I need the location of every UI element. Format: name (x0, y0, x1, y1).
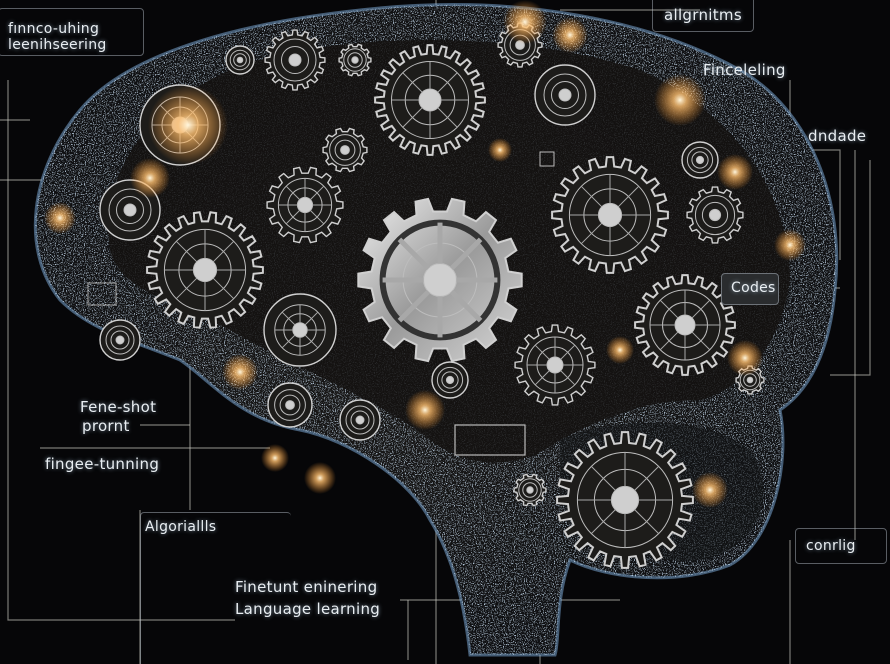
light-glow (692, 472, 728, 508)
gear-icon (267, 382, 313, 428)
circuit-panel-icon (87, 282, 117, 306)
gear-icon (681, 141, 719, 179)
label-dndade: dndade (808, 127, 867, 145)
gear-icon (146, 211, 264, 329)
light-glow (304, 462, 336, 494)
gear-icon (514, 324, 596, 406)
light-glow (606, 336, 634, 364)
label-box-algorithms (140, 512, 291, 664)
label-box-codes (721, 273, 779, 305)
label-config: conrlig (806, 538, 856, 554)
light-glow (148, 85, 228, 165)
light-glow (503, 0, 547, 44)
label-algorithms: Algoriallls (145, 519, 217, 535)
circuit-chip-icon (539, 151, 555, 167)
gear-icon (357, 197, 523, 363)
gear-icon (225, 45, 255, 75)
light-glow (552, 17, 588, 53)
label-top-left-line1: fınnco-uhing (8, 21, 100, 37)
light-glow (130, 158, 170, 198)
label-prompt-line2: prornt (82, 417, 130, 435)
light-glow (717, 154, 753, 190)
gear-icon (263, 293, 337, 367)
gear-icon (634, 274, 736, 376)
gear-icon (534, 64, 596, 126)
label-algorithms-top: allgrnitms (664, 6, 742, 24)
light-glow (405, 390, 445, 430)
gear-icon (551, 156, 669, 274)
gear-icon (338, 43, 372, 77)
gear-icon (266, 166, 344, 244)
label-finceleling: Finceleling (703, 61, 786, 79)
label-codes: Codes (731, 280, 776, 296)
light-glow (488, 138, 512, 162)
gear-icon (264, 29, 326, 91)
light-glow (727, 340, 763, 376)
label-finetune-engineering: Finetunt eninering (235, 578, 378, 596)
gear-icon (322, 127, 368, 173)
light-glow (261, 444, 289, 472)
gear-icon (431, 361, 469, 399)
label-box-config (795, 528, 887, 564)
light-glow (44, 202, 76, 234)
label-box-algorithms-top (652, 0, 754, 32)
circuit-panel-icon (454, 424, 526, 456)
label-box-top-left (0, 8, 144, 56)
light-glow (774, 229, 806, 261)
gear-icon (374, 44, 486, 156)
gear-icon (513, 473, 547, 507)
glows-group (44, 0, 806, 508)
gear-icon (99, 319, 141, 361)
label-top-left-line2: leenihseering (8, 37, 107, 53)
gear-icon (556, 431, 694, 569)
label-fine-tuning: fingee-tunning (45, 455, 160, 473)
gear-icon (686, 186, 744, 244)
label-language-learning: Language learning (235, 600, 381, 618)
light-glow (222, 354, 258, 390)
light-glow (654, 74, 706, 126)
gear-icon (339, 399, 381, 441)
label-prompt-line1: Fene-shot (80, 398, 157, 416)
gears-group (99, 22, 765, 569)
